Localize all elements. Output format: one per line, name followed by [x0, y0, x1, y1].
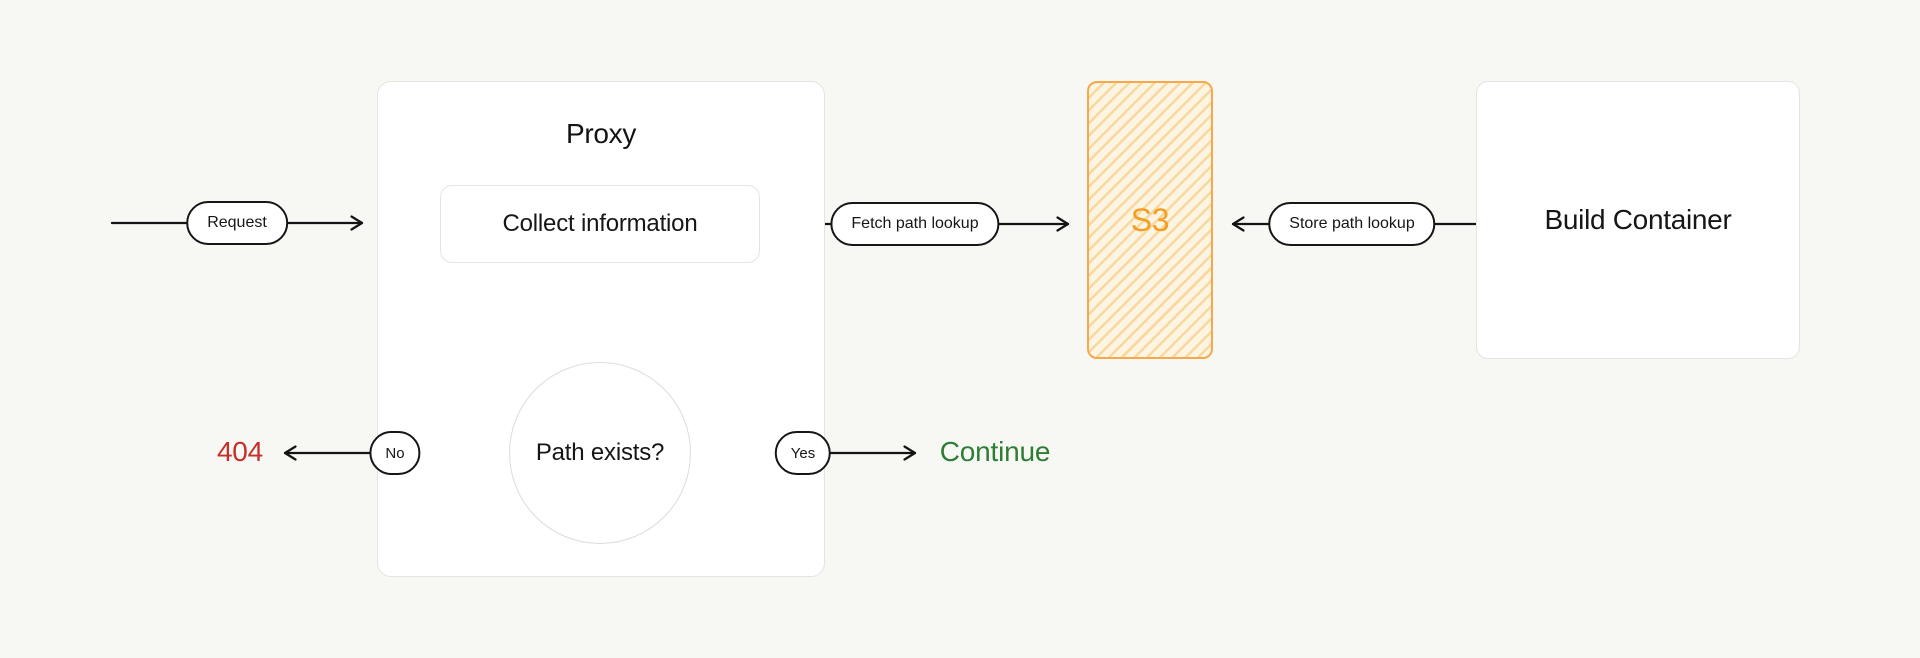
s3-label: S3	[1130, 201, 1170, 238]
store-path-lookup-edge-label: Store path lookup	[1289, 215, 1415, 232]
path-exists-decision-node[interactable]: Path exists?	[509, 362, 691, 544]
outcome-404-text: 404	[216, 436, 264, 467]
request-edge-label: Request	[207, 214, 267, 231]
fetch-path-lookup-edge-label: Fetch path lookup	[851, 215, 979, 232]
store-path-lookup-edge-pill[interactable]: Store path lookup	[1268, 202, 1436, 246]
collect-information-node[interactable]: Collect information	[440, 185, 760, 263]
fetch-path-lookup-edge-pill[interactable]: Fetch path lookup	[830, 202, 1000, 246]
yes-branch-label: Yes	[790, 444, 816, 462]
no-branch-pill[interactable]: No	[369, 431, 421, 475]
yes-branch-pill[interactable]: Yes	[774, 431, 832, 475]
no-branch-label: No	[385, 444, 405, 462]
path-exists-label: Path exists?	[535, 439, 665, 466]
request-edge-pill[interactable]: Request	[186, 201, 288, 245]
proxy-node-title: Proxy	[565, 118, 637, 149]
build-container-node[interactable]: Build Container	[1476, 81, 1800, 359]
collect-information-label: Collect information	[502, 210, 698, 237]
build-container-label: Build Container	[1544, 204, 1732, 235]
s3-node[interactable]: S3	[1087, 81, 1213, 359]
outcome-continue-text: Continue	[939, 436, 1051, 467]
